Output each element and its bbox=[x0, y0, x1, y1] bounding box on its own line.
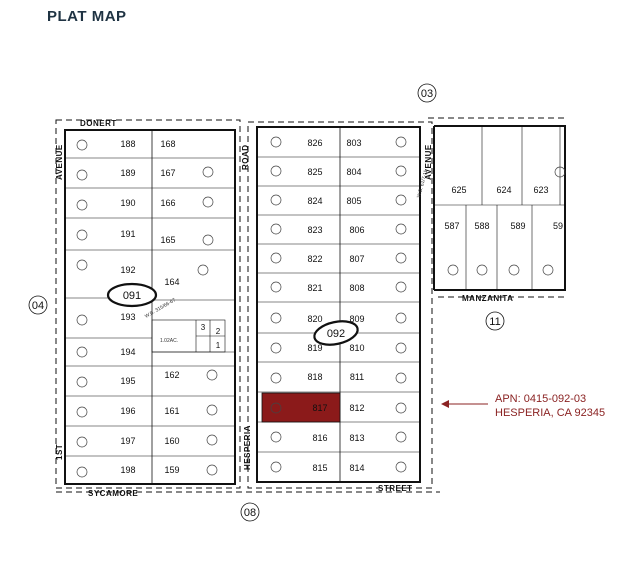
lot-809: 809 bbox=[349, 314, 364, 324]
lot-824: 824 bbox=[307, 196, 322, 206]
street-avenue-left: AVENUE bbox=[55, 144, 64, 180]
callout-apn: APN: 0415-092-03 bbox=[495, 393, 586, 405]
left-block-col-a: 188 189 190 191 192 193 194 195 196 197 … bbox=[120, 139, 135, 475]
lot-821: 821 bbox=[307, 283, 322, 293]
map-number-left: 04 bbox=[28, 295, 48, 315]
svg-text:03: 03 bbox=[421, 88, 433, 100]
lot-165: 165 bbox=[160, 235, 175, 245]
right-parcel-circles bbox=[447, 166, 566, 276]
street-donert: DONERT bbox=[80, 119, 117, 128]
lot-587: 587 bbox=[444, 221, 459, 231]
lot-820: 820 bbox=[307, 314, 322, 324]
lot-167: 167 bbox=[160, 168, 175, 178]
street-avenue-mid: AVENUE bbox=[424, 144, 433, 180]
street-sycamore: SYCAMORE bbox=[88, 489, 138, 498]
mid-block bbox=[256, 126, 421, 483]
subject-parcel-highlight[interactable] bbox=[261, 392, 341, 423]
wb-annotations: W.B. 315/66-67 W.B. 61/7-11 bbox=[144, 169, 429, 320]
lot-812: 812 bbox=[349, 403, 364, 413]
lot-805: 805 bbox=[346, 196, 361, 206]
lot-589: 589 bbox=[510, 221, 525, 231]
map-boundary-lines bbox=[55, 117, 565, 493]
lot-192: 192 bbox=[120, 265, 135, 275]
lot-166: 166 bbox=[160, 198, 175, 208]
map-number-right: 11 bbox=[485, 311, 505, 331]
lot-624: 624 bbox=[496, 185, 511, 195]
lot-814: 814 bbox=[349, 463, 364, 473]
lot-826: 826 bbox=[307, 138, 322, 148]
lot-59: 59 bbox=[553, 221, 563, 231]
lot-807: 807 bbox=[349, 254, 364, 264]
lot-822: 822 bbox=[307, 254, 322, 264]
lot-818: 818 bbox=[307, 372, 322, 382]
lot-588: 588 bbox=[474, 221, 489, 231]
lot-196: 196 bbox=[120, 406, 135, 416]
lot-811: 811 bbox=[350, 372, 364, 382]
lot-823: 823 bbox=[307, 225, 322, 235]
lot-825: 825 bbox=[307, 167, 322, 177]
book-page-091: 091 bbox=[106, 282, 158, 308]
lot-1: 1 bbox=[216, 341, 221, 350]
acreage-label: 1.02AC. bbox=[160, 338, 178, 344]
svg-text:08: 08 bbox=[244, 507, 256, 519]
lot-816: 816 bbox=[312, 433, 327, 443]
lot-623: 623 bbox=[533, 185, 548, 195]
lot-160: 160 bbox=[164, 436, 179, 446]
lot-817: 817 bbox=[312, 403, 327, 413]
left-block-col-b: 168 167 166 165 164 162 161 160 159 bbox=[160, 139, 179, 475]
lot-3: 3 bbox=[201, 323, 206, 332]
lot-197: 197 bbox=[120, 436, 135, 446]
lot-191: 191 bbox=[120, 229, 135, 239]
right-block bbox=[433, 125, 566, 291]
svg-text:11: 11 bbox=[489, 316, 500, 328]
lot-168: 168 bbox=[160, 139, 175, 149]
wb-right-label: W.B. 61/7-11 bbox=[416, 169, 429, 198]
street-hesperia: HESPERIA bbox=[243, 425, 252, 470]
lot-162: 162 bbox=[164, 370, 179, 380]
lot-804: 804 bbox=[346, 167, 361, 177]
lot-808: 808 bbox=[349, 283, 364, 293]
left-small-lots: 3 2 1 1.02AC. bbox=[160, 323, 221, 350]
lot-188: 188 bbox=[120, 139, 135, 149]
lot-195: 195 bbox=[120, 376, 135, 386]
mid-parcel-circles bbox=[270, 136, 407, 473]
lot-194: 194 bbox=[120, 347, 135, 357]
lot-159: 159 bbox=[164, 465, 179, 475]
street-street: STREET bbox=[378, 484, 413, 493]
map-number-bottom: 08 bbox=[240, 502, 260, 522]
lot-190: 190 bbox=[120, 198, 135, 208]
book-page-092: 092 bbox=[313, 320, 359, 346]
lot-819: 819 bbox=[307, 343, 322, 353]
lot-161: 161 bbox=[164, 406, 179, 416]
page-title: PLAT MAP bbox=[47, 8, 127, 25]
street-road: ROAD bbox=[241, 144, 250, 170]
book-page-091-label: 091 bbox=[123, 290, 141, 302]
lot-803: 803 bbox=[346, 138, 361, 148]
lot-813: 813 bbox=[349, 433, 364, 443]
callout-address: HESPERIA, CA 92345 bbox=[495, 407, 605, 419]
right-block-lots: 625 624 623 587 588 589 59 bbox=[444, 185, 563, 231]
lot-198: 198 bbox=[120, 465, 135, 475]
street-labels: DONERT AVENUE ROAD HESPERIA AVENUE MANZA… bbox=[55, 119, 513, 498]
lot-625: 625 bbox=[451, 185, 466, 195]
lot-189: 189 bbox=[120, 168, 135, 178]
lot-193: 193 bbox=[120, 312, 135, 322]
left-parcel-circles bbox=[76, 139, 218, 478]
street-manzanita: MANZANITA bbox=[462, 294, 513, 303]
lot-815: 815 bbox=[312, 463, 327, 473]
street-1st: 1ST bbox=[55, 444, 64, 460]
svg-text:04: 04 bbox=[32, 300, 44, 312]
mid-block-col-b: 803 804 805 806 807 808 809 810 811 812 … bbox=[346, 138, 364, 473]
lot-810: 810 bbox=[349, 343, 364, 353]
lot-2: 2 bbox=[216, 327, 221, 336]
lot-164: 164 bbox=[164, 277, 179, 287]
book-page-092-label: 092 bbox=[327, 328, 345, 340]
left-block bbox=[64, 129, 236, 485]
lot-806: 806 bbox=[349, 225, 364, 235]
mid-block-col-a: 826 825 824 823 822 821 820 819 818 817 … bbox=[307, 138, 327, 473]
map-number-top: 03 bbox=[417, 83, 437, 103]
